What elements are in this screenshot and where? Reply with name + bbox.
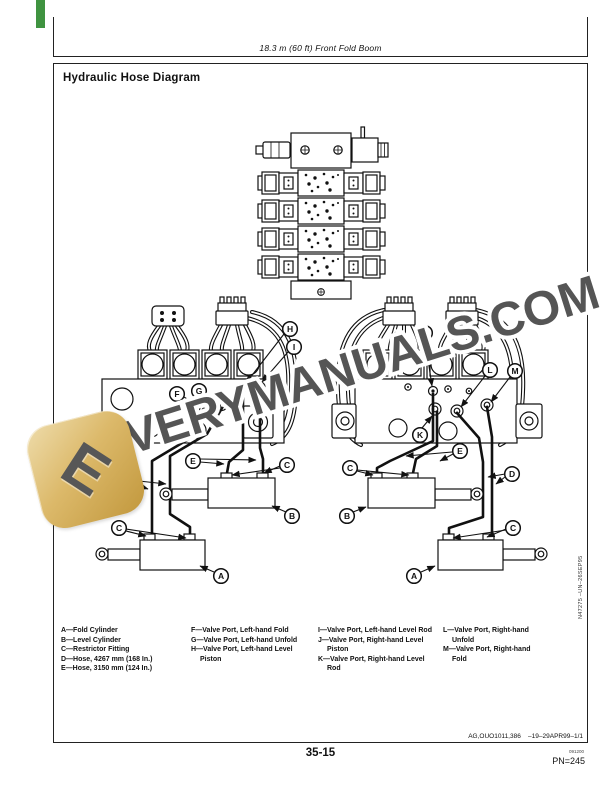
page-edge-tab (36, 0, 45, 28)
legend-item: B—Level Cylinder (61, 636, 121, 644)
content-frame: Hydraulic Hose Diagram A—Fold Cylinder B… (53, 63, 588, 743)
svg-text:M: M (511, 366, 518, 376)
legend-column: I—Valve Port, Left-hand Level Rod J—Valv… (318, 626, 437, 674)
legend-item: K—Valve Port, Right-hand Level Rod (318, 655, 425, 673)
legend-column: A—Fold Cylinder B—Level Cylinder C—Restr… (61, 626, 185, 674)
hoses (150, 388, 494, 536)
svg-text:B: B (344, 511, 350, 521)
svg-text:E: E (457, 446, 463, 456)
valve-stack (255, 126, 389, 300)
svg-text:C: C (284, 460, 290, 470)
callouts: H I F G E C D C B A J L M K E C D B C A (110, 320, 524, 585)
svg-text:J: J (423, 328, 428, 338)
svg-text:B: B (289, 511, 295, 521)
legend-item: I—Valve Port, Left-hand Level Rod (318, 627, 432, 634)
svg-text:C: C (510, 523, 516, 533)
svg-text:K: K (417, 430, 424, 440)
legend-item: D—Hose, 4267 mm (168 In.) (61, 655, 153, 663)
running-header: 18.3 m (60 ft) Front Fold Boom (53, 17, 588, 57)
legend-item: A—Fold Cylinder (61, 627, 118, 634)
left-fold-cylinder (95, 533, 206, 571)
document-code: AG,OUO1011,386 –19–29APR99–1/1 (468, 733, 583, 740)
legend-item: H—Valve Port, Left-hand Level Piston (191, 646, 293, 663)
legend-item: C—Restrictor Fitting (61, 646, 130, 654)
watermark-logo-letter: E (49, 429, 122, 510)
legend-item: J—Valve Port, Right-hand Level Piston (318, 636, 424, 654)
svg-text:G: G (196, 386, 203, 396)
svg-text:A: A (218, 571, 224, 581)
svg-text:F: F (174, 389, 179, 399)
print-code: 091200 (568, 749, 584, 754)
right-level-cylinder (367, 472, 484, 509)
section-title: Hydraulic Hose Diagram (63, 72, 201, 84)
svg-text:E: E (190, 456, 196, 466)
legend-item: M—Valve Port, Right-hand Fold (443, 646, 531, 663)
legend-column: F—Valve Port, Left-hand Fold G—Valve Por… (191, 626, 304, 664)
svg-text:L: L (487, 365, 492, 375)
pn-number: PN=245 (552, 756, 585, 766)
legend-item: E—Hose, 3150 mm (124 In.) (61, 665, 153, 673)
legend-item: F—Valve Port, Left-hand Fold (191, 627, 289, 634)
svg-text:H: H (287, 324, 293, 334)
svg-text:C: C (347, 463, 353, 473)
legend-column: L—Valve Port, Right-hand Unfold M—Valve … (443, 626, 547, 664)
svg-text:I: I (293, 342, 295, 352)
legend-item: G—Valve Port, Left-hand Unfold (191, 636, 298, 644)
svg-text:C: C (116, 523, 122, 533)
page-number: 35-15 (305, 747, 336, 759)
legend-item: L—Valve Port, Right-hand Unfold (443, 627, 529, 644)
svg-text:D: D (509, 469, 515, 479)
left-level-cylinder (159, 472, 276, 509)
svg-text:A: A (411, 571, 417, 581)
right-fold-cylinder (437, 533, 548, 571)
header-title: 18.3 m (60 ft) Front Fold Boom (259, 43, 382, 53)
